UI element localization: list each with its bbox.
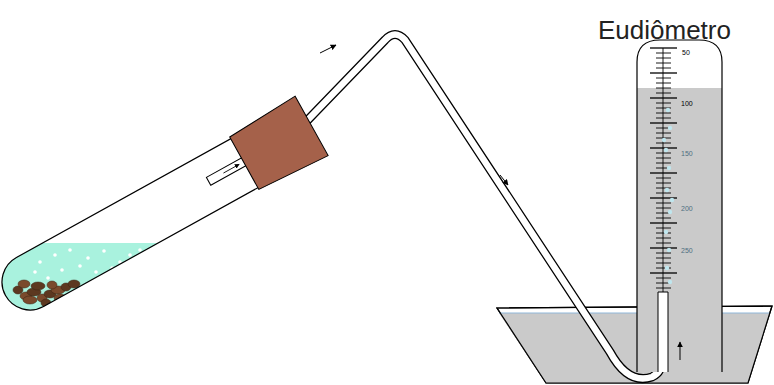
- eudiometer-tube: [636, 40, 724, 378]
- delivery-tube: [300, 35, 663, 379]
- scale-number: 50: [682, 49, 690, 56]
- scale-number: 150: [681, 150, 693, 157]
- scale-number: 200: [681, 205, 693, 212]
- scale-number: 250: [681, 247, 693, 254]
- gas-bubbles: [662, 108, 674, 284]
- scale-ticks: [650, 48, 677, 292]
- test-tube: [0, 96, 328, 343]
- scale-number: 100: [681, 100, 693, 107]
- water-basin: [497, 306, 772, 383]
- apparatus-name: Eudiômetro: [598, 17, 731, 43]
- flow-arrows: [320, 45, 508, 185]
